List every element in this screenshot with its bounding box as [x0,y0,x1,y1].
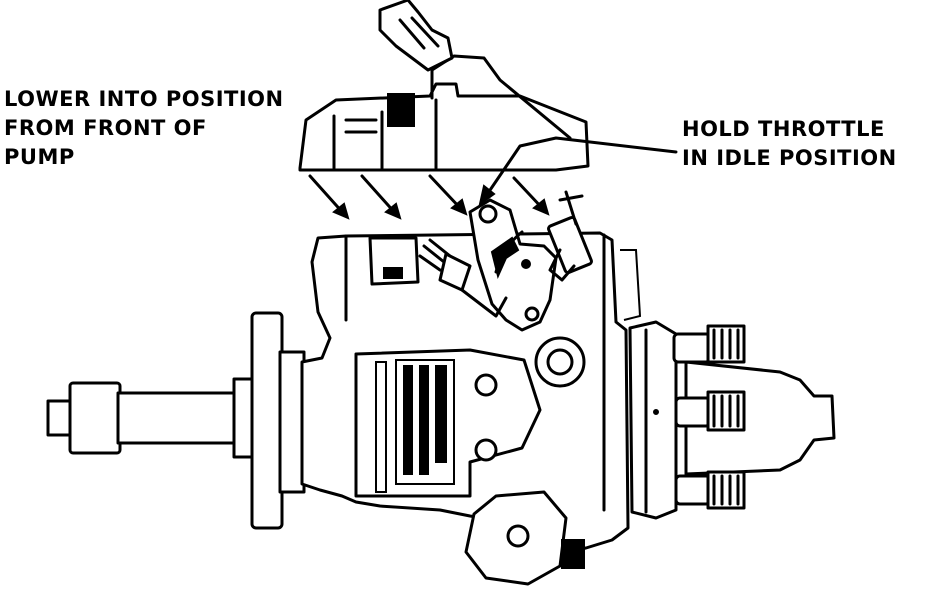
screw-lower [474,438,498,462]
cover-slot [344,118,378,134]
distributor-body [684,360,836,476]
top-cover [298,82,590,172]
callout-line-3: PUMP [4,145,75,169]
center-bolt [546,348,574,376]
fitting-threads [398,16,440,50]
lever-pivot [478,204,498,224]
hydraulic-head [628,320,678,520]
name-plate-frame [354,348,542,498]
throttle-lever [468,198,558,332]
idle-screw [547,190,593,282]
pump-housing [300,231,630,554]
callout-line-1: LOWER INTO POSITION [4,87,284,111]
drain-plug [561,539,585,569]
lever-shaft [521,259,531,269]
return-fitting [378,0,454,72]
callout-line-2: FROM FRONT OF [4,116,207,140]
outlet-fitting-middle [674,390,746,432]
cover-stud [387,93,415,127]
return-line [430,54,572,140]
callout-line-2: IN IDLE POSITION [682,146,897,170]
flange-hub [278,350,306,494]
cover-ribs [332,98,438,170]
name-plate [395,359,455,485]
drive-shaft [46,377,258,459]
lever-pin [524,306,540,322]
idle-arrow [494,230,524,274]
linkage-block [368,236,420,286]
hex-fitting-center [506,524,530,548]
hold-throttle-callout: HOLD THROTTLE IN IDLE POSITION [682,115,897,173]
governor-cover [620,249,642,321]
outlet-fitting-upper [672,324,746,364]
leader-arrow-head [478,184,496,207]
installation-arrows [308,174,550,220]
linkage-clip [383,267,403,279]
drive-flange [250,311,284,530]
hold-throttle-leader [484,136,678,198]
throttle-link [460,288,508,318]
callout-line-1: HOLD THROTTLE [682,117,885,141]
plate-tab [375,361,387,493]
lower-into-position-callout: LOWER INTO POSITION FROM FRONT OF PUMP [4,85,284,172]
screw-upper [474,373,498,397]
head-mark [653,409,659,415]
outlet-fitting-lower [674,470,746,510]
